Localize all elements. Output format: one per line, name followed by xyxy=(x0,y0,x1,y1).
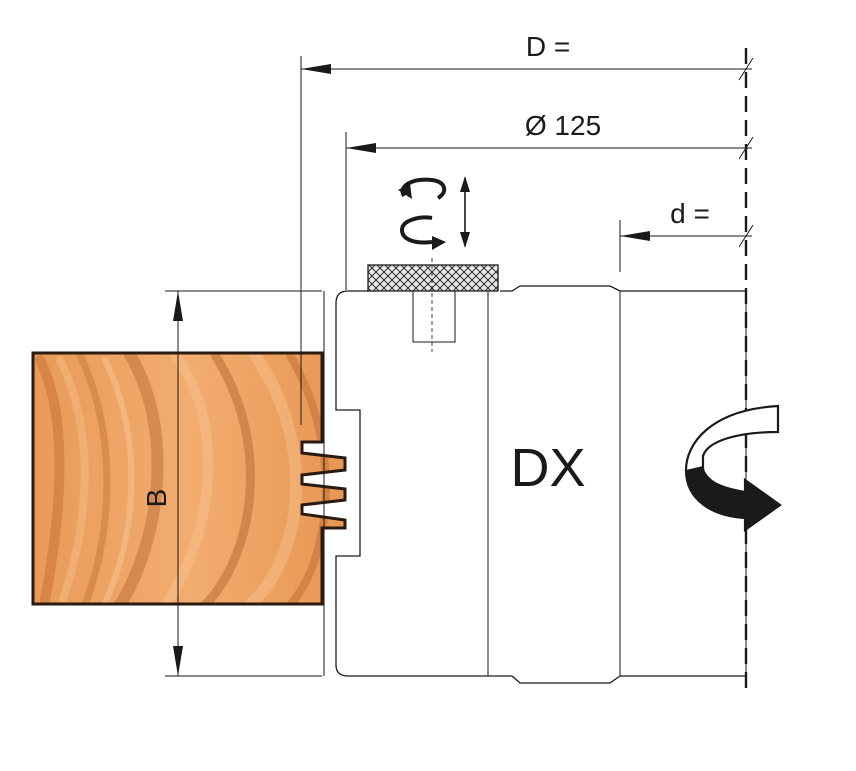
bore-label: d = xyxy=(670,198,710,229)
knurled-nut xyxy=(367,264,499,292)
rotation-direction-label: DX xyxy=(510,438,585,498)
adjustment-icon xyxy=(398,176,470,250)
wood-workpiece xyxy=(31,351,347,606)
height-label: B xyxy=(141,489,172,508)
dimension-cutter-diameter: Ø 125 xyxy=(345,110,754,290)
dimension-bore: d = xyxy=(619,198,754,272)
cutter-diameter-label: Ø 125 xyxy=(525,110,601,141)
dimension-d-overall: D = xyxy=(300,31,754,425)
cutter-body xyxy=(323,258,747,684)
dimension-height: B xyxy=(141,290,322,677)
dimension-d-label: D = xyxy=(526,31,570,62)
rotation-arrow-icon xyxy=(684,404,782,533)
